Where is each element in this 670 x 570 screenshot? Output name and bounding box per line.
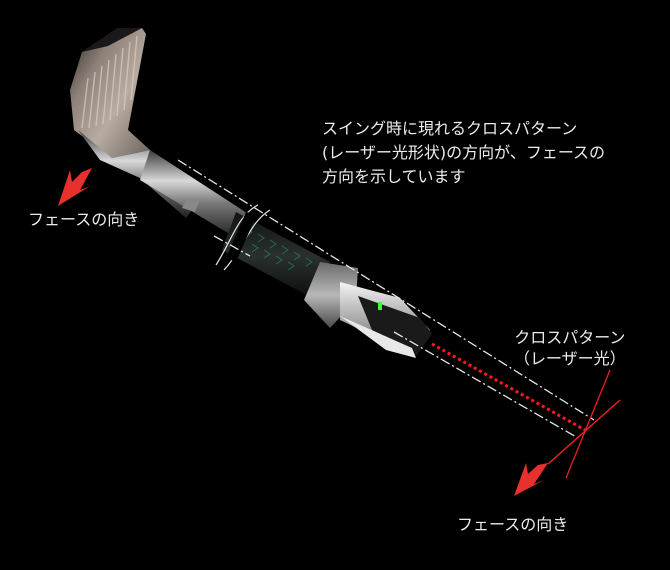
description-line-3: 方向を示しています	[322, 167, 466, 186]
cross-pattern-label-line2: （レーザー光）	[514, 349, 626, 368]
cross-pattern-label-line1: クロスパターン	[514, 328, 626, 347]
face-direction-label-club: フェースの向き	[28, 210, 140, 229]
cross-pattern-icon	[547, 369, 621, 479]
laser-device	[304, 262, 432, 358]
description-text: スイング時に現れるクロスパターン (レーザー光形状)の方向が、フェースの 方向を…	[322, 117, 605, 189]
axis-guide-lines	[177, 159, 595, 439]
club-shaft	[140, 150, 250, 238]
led-indicator	[378, 302, 382, 310]
arrow-down-left-icon	[58, 168, 548, 496]
cross-pattern-label: クロスパターン （レーザー光）	[514, 327, 626, 369]
face-direction-label-laser: フェースの向き	[457, 515, 569, 534]
description-line-1: スイング時に現れるクロスパターン	[322, 119, 578, 138]
description-line-2: (レーザー光形状)の方向が、フェースの	[322, 143, 606, 162]
laser-beam	[431, 342, 586, 432]
